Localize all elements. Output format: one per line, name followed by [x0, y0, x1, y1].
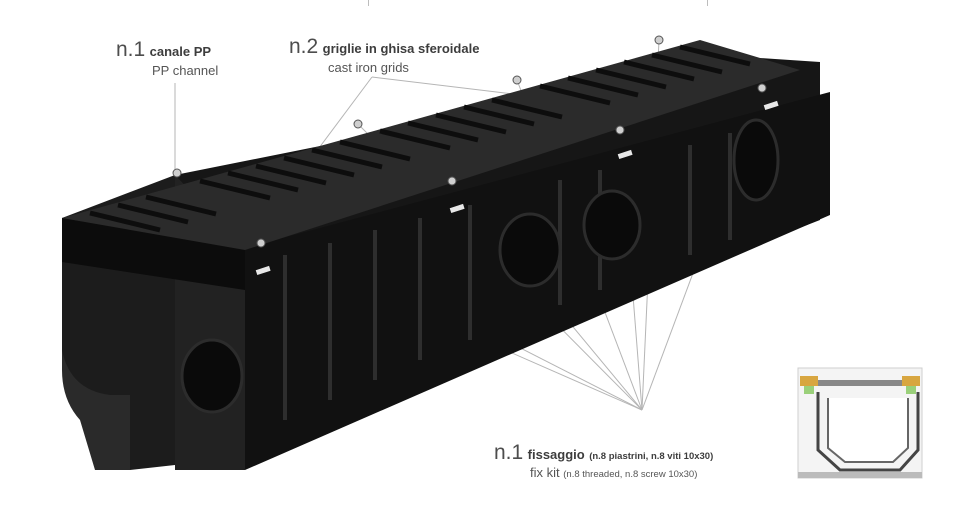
- channel-name-it: canale PP: [149, 44, 212, 59]
- fixkit-qty: n.1: [494, 441, 524, 464]
- fixkit-name-en: fix kit: [530, 465, 560, 480]
- grids-qty: n.2: [289, 35, 319, 58]
- channel-qty: n.1: [116, 38, 146, 61]
- fixkit-label: n.1 fissaggio (n.8 piastrini, n.8 viti 1…: [494, 441, 713, 465]
- fixkit-name-en-row: fix kit (n.8 threaded, n.8 screw 10x30): [530, 465, 697, 480]
- cast-iron-grids: [62, 35, 800, 276]
- frame-edge-right: [707, 0, 708, 6]
- fixkit-detail-en: (n.8 threaded, n.8 screw 10x30): [563, 469, 698, 480]
- fixkit-detail-it: (n.8 piastrini, n.8 viti 10x30): [589, 451, 714, 462]
- grids-label: n.2 griglie in ghisa sferoidale: [289, 35, 479, 59]
- grids-name-it: griglie in ghisa sferoidale: [322, 41, 480, 56]
- channel-label: n.1 canale PP: [116, 38, 211, 62]
- grids-name-en: cast iron grids: [328, 60, 409, 75]
- channel-name-en: PP channel: [152, 63, 219, 78]
- cross-section-thumbnail: [797, 367, 923, 479]
- fix-points: [172, 35, 767, 248]
- frame-edge-left: [368, 0, 369, 6]
- fixkit-name-it: fissaggio: [527, 447, 585, 462]
